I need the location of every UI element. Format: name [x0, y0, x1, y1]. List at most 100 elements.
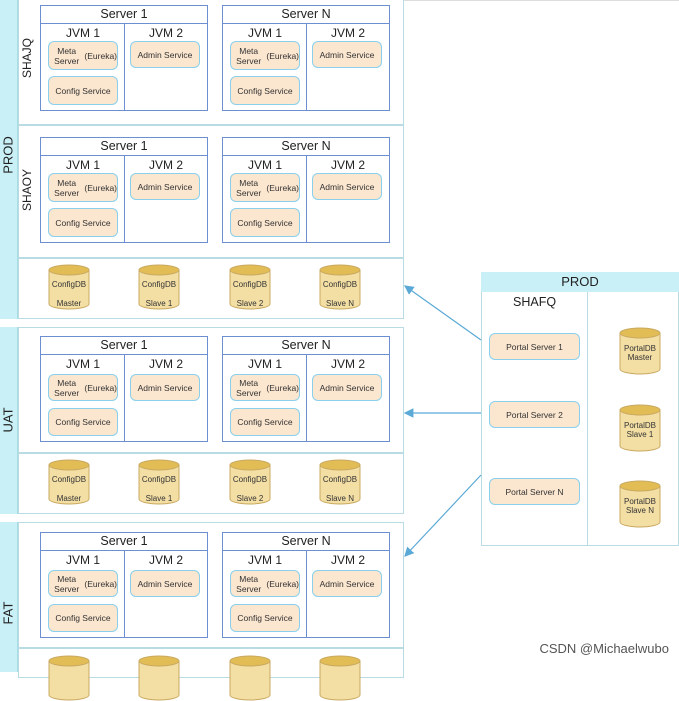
config-label: Config Service [55, 613, 111, 623]
db-role: Slave 1 [626, 430, 654, 439]
jvm-label: JVM 2 [148, 26, 183, 40]
admin-label: Admin Service [137, 578, 193, 589]
db-role: Slave 1 [145, 299, 173, 308]
admin-service-box: Admin Service [312, 374, 382, 401]
sidebar-prod [0, 0, 18, 319]
meta-line1: Meta Server [236, 377, 262, 398]
admin-label: Admin Service [137, 382, 193, 393]
portal-divider [587, 292, 588, 546]
server-block: Server 1 JVM 1 JVM 2 Meta Server(Eureka)… [40, 532, 208, 638]
db-name: ConfigDB [141, 475, 177, 484]
jvm-divider [124, 551, 125, 637]
jvm-label: JVM 1 [247, 26, 282, 40]
admin-label: Admin Service [319, 578, 375, 589]
jvm-label: JVM 1 [65, 357, 100, 371]
db-role: Master [56, 494, 82, 503]
config-label: Config Service [55, 417, 111, 427]
meta-line2: (Eureka) [84, 382, 117, 393]
database-icon [48, 459, 90, 505]
portal-server-box: Portal Server N [489, 478, 580, 505]
meta-line1: Meta Server [54, 377, 80, 398]
jvm-label: JVM 1 [65, 553, 100, 567]
admin-service-box: Admin Service [312, 570, 382, 597]
meta-server-box: Meta Server (Eureka) [230, 570, 300, 597]
admin-label: Admin Service [319, 49, 375, 60]
config-label: Config Service [237, 613, 293, 623]
config-service-box: Config Service [230, 208, 300, 237]
server-title: Server 1 [41, 138, 207, 156]
meta-line1: Meta Server [54, 45, 80, 66]
arrow-to-fat [404, 474, 482, 557]
config-service-box: Config Service [48, 604, 118, 632]
portal-server-label: Portal Server 1 [506, 341, 563, 352]
jvm-divider [306, 24, 307, 110]
meta-server-box: Meta Server (Eureka) [48, 374, 118, 401]
connector-arrows [403, 285, 482, 557]
configdb-cylinder: ConfigDB Slave 2 [229, 264, 271, 310]
server-title: Server 1 [41, 6, 207, 24]
db-role: Master [627, 353, 653, 362]
database-icon [138, 459, 180, 505]
meta-line2: (Eureka) [84, 182, 117, 193]
meta-line1: Meta Server [236, 45, 262, 66]
configdb-cylinder: ConfigDB Master [48, 459, 90, 505]
meta-line1: Meta Server [236, 177, 262, 198]
jvm-label: JVM 1 [65, 26, 100, 40]
server-block: Server 1 JVM 1 JVM 2 Meta Server(Eureka)… [40, 137, 208, 243]
admin-service-box: Admin Service [130, 173, 200, 200]
server-block: Server N JVM 1 JVM 2 Meta Server(Eureka)… [222, 5, 390, 111]
config-service-box: Config Service [48, 208, 118, 237]
jvm-label: JVM 1 [247, 158, 282, 172]
portal-server-box: Portal Server 1 [489, 333, 580, 360]
jvm-divider [124, 156, 125, 242]
sidebar-fat [0, 522, 18, 672]
server-title: Server N [223, 6, 389, 24]
jvm-divider [124, 355, 125, 441]
meta-line1: Meta Server [236, 573, 262, 594]
db-name: ConfigDB [232, 280, 268, 289]
jvm-divider [124, 24, 125, 110]
db-role: Slave N [325, 494, 354, 503]
admin-label: Admin Service [137, 181, 193, 192]
db-name: ConfigDB [51, 280, 87, 289]
portal-dc-label: SHAFQ [513, 295, 557, 309]
admin-service-box: Admin Service [130, 374, 200, 401]
db-name: PortalDB [623, 421, 656, 430]
jvm-label: JVM 2 [148, 553, 183, 567]
admin-service-box: Admin Service [312, 173, 382, 200]
server-title: Server 1 [41, 337, 207, 355]
db-name: ConfigDB [232, 475, 268, 484]
meta-server-box: Meta Server (Eureka) [48, 173, 118, 202]
admin-label: Admin Service [319, 181, 375, 192]
meta-server-box: Meta Server (Eureka) [230, 41, 300, 70]
jvm-label: JVM 2 [148, 357, 183, 371]
db-role: Slave 2 [236, 299, 264, 308]
meta-line1: Meta Server [54, 177, 80, 198]
meta-line2: (Eureka) [266, 578, 299, 589]
config-service-box: Config Service [230, 76, 300, 105]
meta-server-box: Meta Server (Eureka) [230, 374, 300, 401]
meta-server-box: Meta Server(Eureka) [48, 41, 118, 70]
database-icon [319, 264, 361, 310]
db-role: Slave 2 [236, 494, 264, 503]
meta-line2: (Eureka) [266, 50, 299, 61]
jvm-label: JVM 1 [247, 553, 282, 567]
meta-line2: (Eureka) [84, 578, 117, 589]
database-icon [619, 404, 661, 452]
portal-prod-header: PROD [481, 272, 679, 292]
admin-service-box: Admin Service [130, 41, 200, 68]
admin-service-box: Admin Service [312, 41, 382, 68]
database-icon [619, 480, 661, 528]
config-label: Config Service [55, 217, 111, 228]
database-icon [138, 264, 180, 310]
configdb-cylinder: ConfigDB Slave 2 [229, 459, 271, 505]
meta-line2: (Eureka) [266, 382, 299, 393]
database-icon [229, 459, 271, 505]
server-block: Server N JVM 1 JVM 2 Meta Server(Eureka)… [222, 137, 390, 243]
db-name: ConfigDB [51, 475, 87, 484]
db-role: Slave N [625, 506, 654, 515]
admin-label: Admin Service [137, 49, 193, 60]
